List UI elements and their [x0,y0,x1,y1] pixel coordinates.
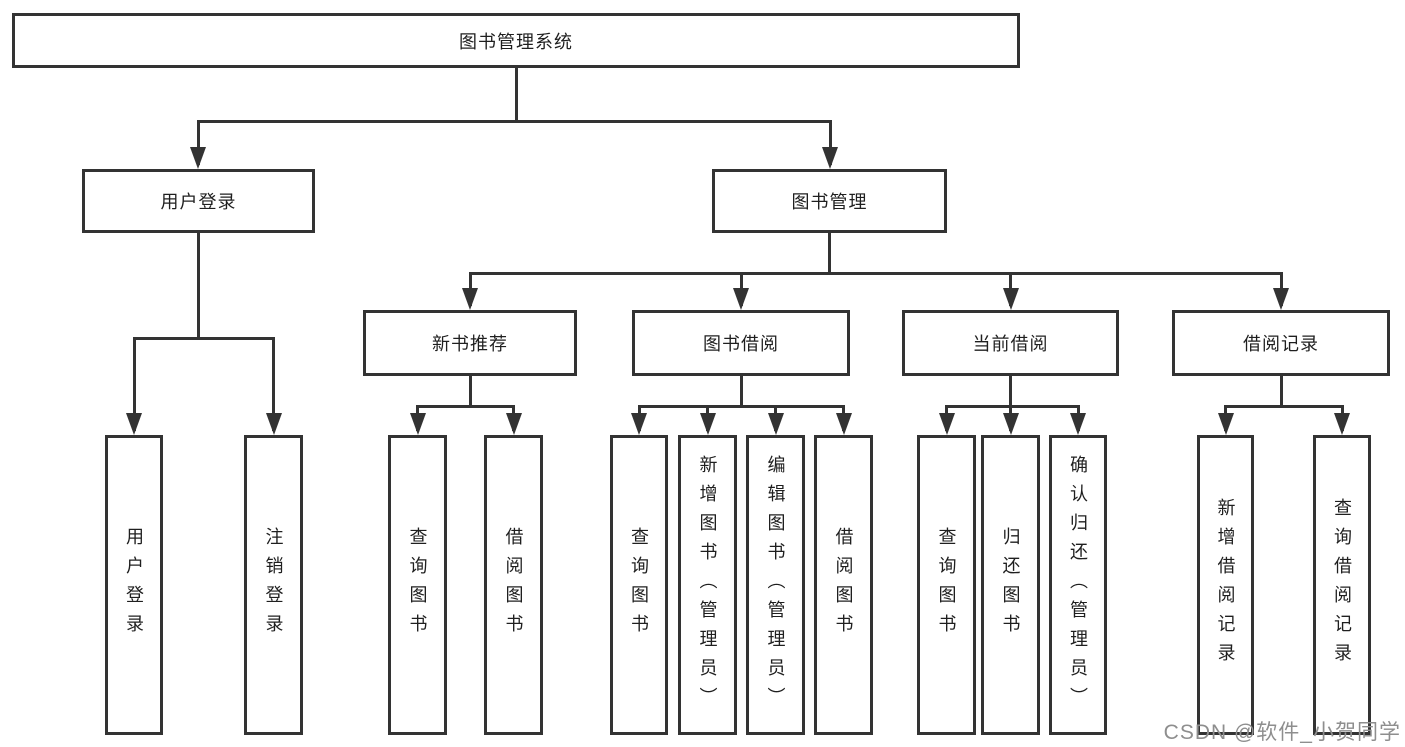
diagram-box-leaf-query-book-1: 查询图书 [388,435,447,735]
diagram-box-user-login: 用户登录 [82,169,315,233]
diagram-box-new-book-rec: 新书推荐 [363,310,577,376]
diagram-box-book-borrow-label: 图书借阅 [703,334,779,354]
arrow-down-icon [462,288,478,310]
arrow-down-icon [1070,413,1086,435]
arrow-down-icon [505,413,522,435]
diagram-box-leaf-borrow-book-2-label: 借阅图书 [833,527,854,643]
connector-drop-line [132,337,136,431]
connector-riser-line [468,376,472,408]
connector-riser-line [828,233,831,275]
connector-bus-line [196,120,832,123]
connector-riser-line [514,68,518,123]
diagram-box-leaf-query-book-1-label: 查询图书 [407,527,428,643]
arrow-down-icon [631,413,647,435]
arrow-down-icon [733,288,749,310]
diagram-box-book-mgmt-label: 图书管理 [791,192,868,212]
diagram-box-leaf-confirm-return: 确认归还（管理员） [1049,435,1107,735]
diagram-box-leaf-confirm-return-label: 确认归还（管理员） [1068,454,1088,716]
diagram-box-leaf-logout-label: 注销登录 [263,527,284,643]
diagram-box-leaf-add-borrow-record: 新增借阅记录 [1197,435,1254,735]
connector-bus-line [1224,405,1344,408]
diagram-box-leaf-query-book-3-label: 查询图书 [936,527,957,643]
connector-bus-line [468,272,1283,275]
diagram-box-borrow-record-label: 借阅记录 [1243,334,1319,354]
diagram-box-leaf-add-book-label: 新增图书（管理员） [697,454,718,716]
diagram-box-leaf-borrow-book-1: 借阅图书 [484,435,543,735]
arrow-down-icon [938,413,955,435]
diagram-box-leaf-edit-book-label: 编辑图书（管理员） [765,454,786,716]
connector-riser-line [1009,376,1012,408]
connector-riser-line [739,376,743,408]
connector-riser-line [1279,376,1283,408]
connector-bus-line [416,405,515,408]
arrow-down-icon [1002,413,1019,435]
arrow-down-icon [126,413,142,435]
arrow-down-icon [265,413,282,435]
diagram-box-leaf-return-book: 归还图书 [981,435,1040,735]
arrow-down-icon [699,413,716,435]
diagram-box-leaf-borrow-book-2: 借阅图书 [814,435,873,735]
connector-bus-line [132,337,275,340]
diagram-box-leaf-edit-book: 编辑图书（管理员） [746,435,805,735]
arrow-down-icon [1334,413,1350,435]
diagram-box-leaf-add-borrow-record-label: 新增借阅记录 [1215,498,1236,672]
diagram-box-leaf-query-borrow-record-label: 查询借阅记录 [1332,498,1352,672]
connector-bus-line [637,405,845,408]
diagram-box-leaf-query-book-3: 查询图书 [917,435,976,735]
diagram-box-leaf-query-book-2: 查询图书 [610,435,668,735]
diagram-box-leaf-user-login-label: 用户登录 [124,527,144,643]
diagram-box-book-borrow: 图书借阅 [632,310,850,376]
diagram-box-new-book-rec-label: 新书推荐 [432,334,508,354]
arrow-down-icon [1217,413,1234,435]
diagram-box-leaf-logout: 注销登录 [244,435,303,735]
connector-drop-line [272,337,275,431]
arrow-down-icon [409,413,426,435]
connector-drop-line [828,120,832,165]
diagram-box-leaf-add-book: 新增图书（管理员） [678,435,737,735]
diagram-box-leaf-return-book-label: 归还图书 [1000,527,1021,643]
diagram-box-leaf-query-book-2-label: 查询图书 [629,527,649,643]
csdn-watermark: CSDN @软件_小贺同学 [1163,721,1401,744]
diagram-box-borrow-record: 借阅记录 [1172,310,1390,376]
connector-bus-line [945,405,1080,408]
diagram-box-leaf-query-borrow-record: 查询借阅记录 [1313,435,1371,735]
diagram-box-book-mgmt: 图书管理 [712,169,947,233]
diagram-box-current-borrow: 当前借阅 [902,310,1119,376]
diagram-box-root: 图书管理系统 [12,13,1020,68]
diagram-box-root-label: 图书管理系统 [459,31,573,52]
arrow-down-icon [822,147,838,169]
diagram-box-leaf-user-login: 用户登录 [105,435,163,735]
arrow-down-icon [1273,288,1289,310]
arrow-down-icon [767,413,784,435]
diagram-box-leaf-borrow-book-1-label: 借阅图书 [503,527,524,643]
connector-drop-line [196,120,200,165]
diagram-box-current-borrow-label: 当前借阅 [972,334,1049,354]
arrow-down-icon [190,147,206,169]
diagram-box-user-login-label: 用户登录 [160,192,237,212]
arrow-down-icon [1002,288,1019,310]
connector-riser-line [197,233,200,340]
arrow-down-icon [835,413,852,435]
